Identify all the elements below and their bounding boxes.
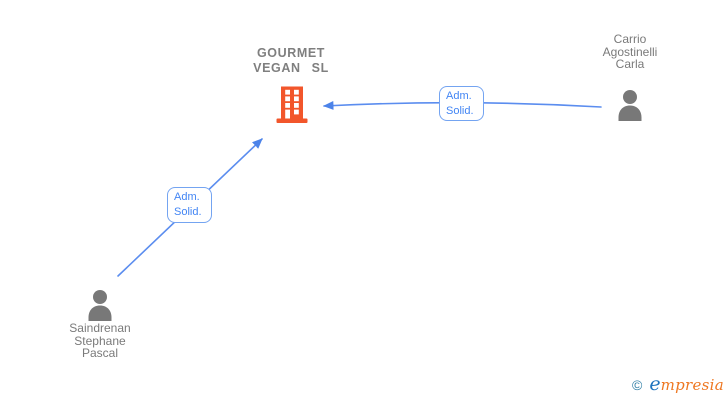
- person-name-line: Agostinelli: [602, 44, 658, 59]
- brand-lead-letter: e: [649, 373, 661, 395]
- edge-label-adm-solid-carrio[interactable]: Adm. Solid.: [439, 86, 484, 121]
- company-node[interactable]: [276, 86, 308, 124]
- company-name-line: VEGAN SL: [253, 61, 329, 75]
- copyright-icon: ©: [632, 377, 643, 393]
- edge-label-line: Solid.: [446, 105, 474, 117]
- person-name-carrio: Carrio Agostinelli Carla: [560, 33, 700, 71]
- edge-label-line: Adm.: [446, 90, 472, 102]
- empresia-wordmark: empresia: [649, 373, 724, 395]
- person-icon: [618, 90, 642, 121]
- person-name-line: Saindrenan: [69, 321, 131, 335]
- building-icon: [276, 86, 308, 123]
- person-name-line: Carla: [615, 57, 645, 71]
- empresia-logo[interactable]: © empresia: [632, 373, 724, 395]
- edge-label-line: Adm.: [174, 191, 200, 203]
- person-name-line: Pascal: [81, 346, 119, 360]
- person-name-line: Carrio: [613, 32, 647, 46]
- brand-rest-letters: mpresia: [660, 376, 724, 394]
- person-node-saindrenan[interactable]: [87, 289, 113, 321]
- edge-label-adm-solid-saindrenan[interactable]: Adm. Solid.: [167, 187, 212, 223]
- company-name: GOURMET VEGAN SL: [211, 46, 371, 76]
- person-name-line: Stephane: [74, 333, 126, 348]
- company-name-line: GOURMET: [256, 46, 326, 60]
- person-name-saindrenan: Saindrenan Stephane Pascal: [30, 322, 170, 360]
- edge-label-line: Solid.: [174, 206, 202, 218]
- person-node-carrio[interactable]: [617, 89, 643, 121]
- person-icon: [88, 290, 112, 321]
